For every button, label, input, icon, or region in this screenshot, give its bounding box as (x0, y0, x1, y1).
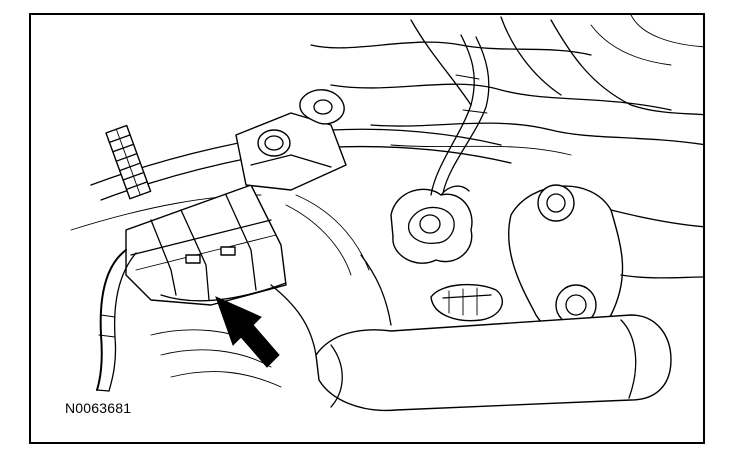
figure-id-label: N0063681 (65, 400, 132, 416)
illustration-frame: N0063681 (29, 13, 705, 444)
electrical-connector (105, 89, 347, 306)
engine-bracket (508, 184, 703, 337)
background-hoses (310, 15, 703, 156)
loom-detail (150, 194, 392, 388)
pigtail-wire (96, 249, 137, 392)
engine-connector-illustration (70, 15, 703, 412)
small-connector (430, 283, 503, 322)
round-sensor-connector (390, 34, 490, 264)
locator-arrow (215, 296, 280, 368)
lower-tube (315, 314, 672, 412)
